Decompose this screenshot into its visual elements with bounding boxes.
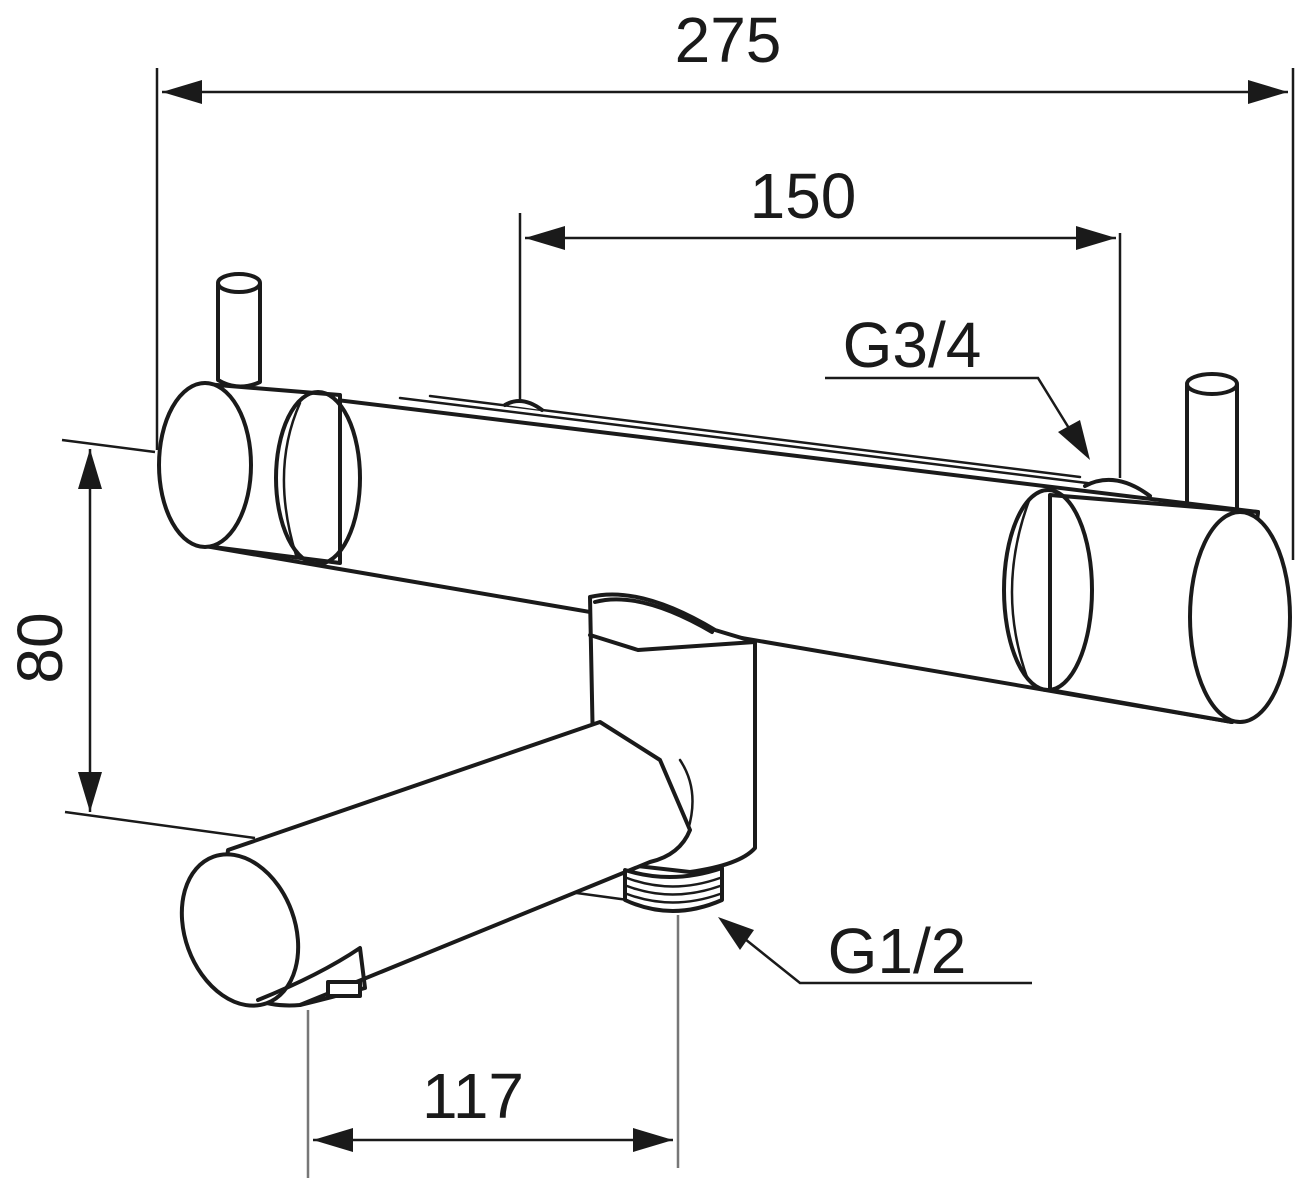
arrowhead-right-117	[633, 1128, 673, 1152]
dim-label-80: 80	[4, 612, 76, 683]
dimension-80: 80	[4, 449, 102, 812]
extension-lines	[61, 68, 1295, 1178]
right-handle	[1002, 488, 1292, 724]
dim-label-150: 150	[750, 160, 857, 232]
arrowhead-left-275	[162, 80, 202, 104]
arrowhead-bottom-80	[78, 772, 102, 812]
arrowhead-right-150	[1076, 226, 1116, 250]
dim-label-275: 275	[675, 4, 782, 76]
inlet-bump-right	[1083, 478, 1152, 498]
ext-bottom-80	[64, 810, 256, 840]
left-end-cap	[157, 381, 362, 566]
spout	[179, 720, 692, 1008]
arrowhead-left-150	[525, 226, 565, 250]
thread-label-inlet: G3/4	[843, 309, 982, 381]
leader-g34	[825, 376, 1077, 439]
thread-label-outlet: G1/2	[828, 915, 967, 987]
dimension-275: 275	[162, 4, 1288, 104]
arrowhead-g12	[718, 917, 754, 950]
dimension-150: 150	[525, 160, 1116, 250]
left-inlet-pin	[216, 272, 262, 389]
inlet-bump-left	[503, 399, 544, 412]
dim-label-117: 117	[422, 1060, 524, 1132]
arrowhead-left-117	[313, 1128, 353, 1152]
callout-g12: G1/2	[718, 915, 1032, 987]
ext-top-80	[61, 438, 156, 454]
callout-g34: G3/4	[825, 309, 1090, 460]
arrowhead-top-80	[78, 449, 102, 489]
dimension-117: 117	[313, 1060, 673, 1152]
arrowhead-g34	[1058, 420, 1090, 460]
right-inlet-pin	[1185, 372, 1239, 518]
threaded-outlet	[623, 866, 724, 913]
aerator-tab	[326, 980, 362, 998]
arrowhead-right-275	[1248, 80, 1288, 104]
top-rail-line	[398, 396, 1097, 486]
leader-g12	[739, 934, 1032, 985]
mixer-body	[157, 272, 1292, 1008]
